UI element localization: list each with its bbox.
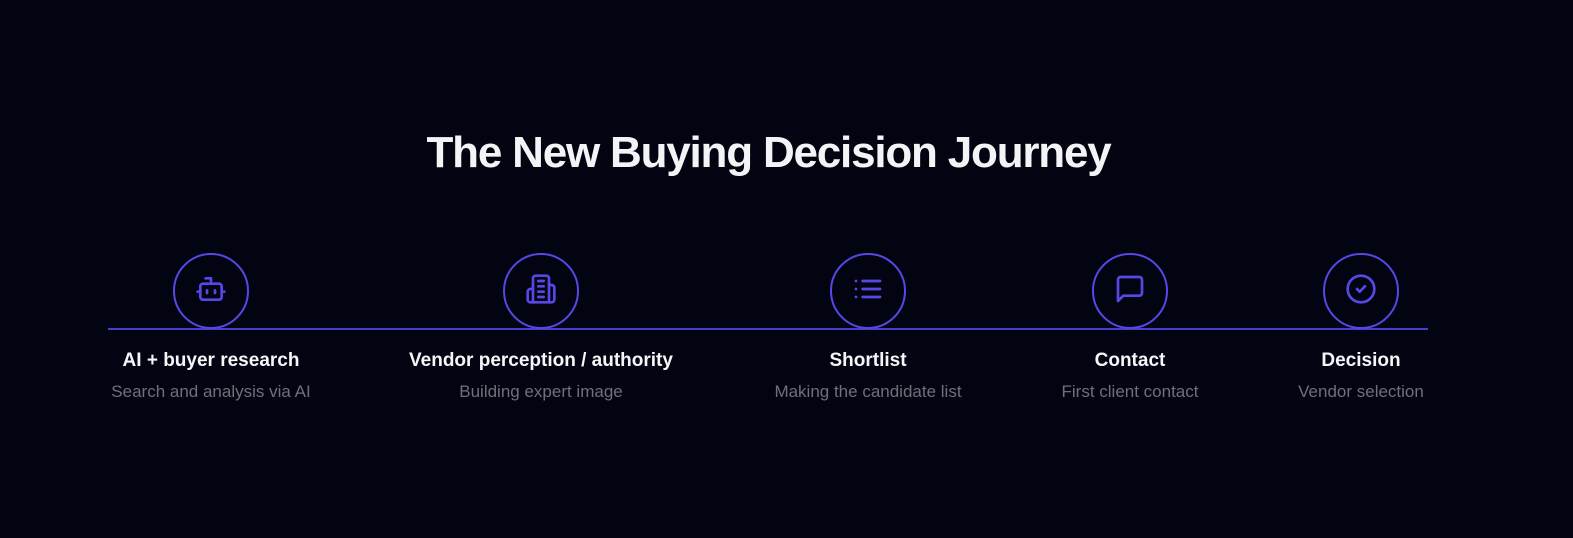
step-description: First client contact [1061, 382, 1199, 401]
step-description: Vendor selection [1298, 382, 1424, 401]
page-title: The New Buying Decision Journey [426, 128, 1111, 177]
step-description: Search and analysis via AI [111, 382, 311, 401]
step-title: Vendor perception / authority [409, 350, 673, 371]
step-description: Making the candidate list [774, 382, 962, 401]
journey-connector-line [108, 328, 1428, 330]
check-circle-icon [1345, 273, 1377, 310]
step-title: Decision [1321, 350, 1401, 371]
step-icon-circle [503, 253, 579, 329]
step-description: Building expert image [459, 382, 623, 401]
journey-step-contact: Contact First client contact [950, 253, 1310, 403]
step-icon-circle [173, 253, 249, 329]
journey-step-vendor-perception: Vendor perception / authority Building e… [361, 253, 721, 403]
bot-icon [195, 273, 227, 310]
journey-step-shortlist: Shortlist Making the candidate list [688, 253, 1048, 403]
step-icon-circle [1323, 253, 1399, 329]
list-icon [852, 273, 884, 310]
journey-step-ai-research: AI + buyer research Search and analysis … [31, 253, 391, 403]
journey-step-decision: Decision Vendor selection [1181, 253, 1541, 403]
step-icon-circle [830, 253, 906, 329]
step-title: AI + buyer research [122, 350, 300, 371]
step-title: Shortlist [829, 350, 907, 371]
message-square-icon [1114, 273, 1146, 310]
step-title: Contact [1094, 350, 1166, 371]
step-icon-circle [1092, 253, 1168, 329]
building-icon [525, 273, 557, 310]
